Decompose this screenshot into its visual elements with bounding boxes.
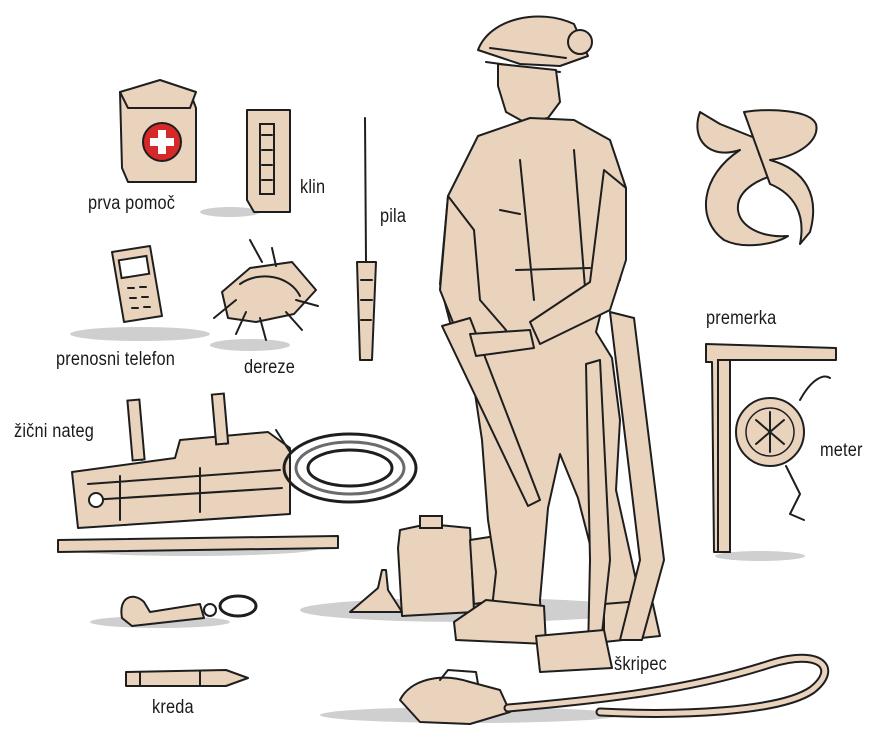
cable-winch (72, 394, 290, 528)
chalk (126, 670, 248, 686)
label-tape: meter (820, 440, 863, 462)
tape-measure (736, 377, 830, 520)
saw-file (357, 118, 376, 360)
crampons (214, 240, 318, 340)
label-winch: žični nateg (14, 421, 94, 443)
funnel (350, 570, 402, 612)
label-first-aid: prva pomoč (88, 193, 175, 215)
cable-coil (276, 430, 416, 502)
label-phone: prenosni telefon (56, 349, 175, 371)
label-saw: pila (380, 206, 406, 228)
label-crampons: dereze (244, 357, 295, 379)
lever-bar (58, 536, 338, 552)
label-chalk: kreda (152, 697, 194, 719)
label-wedge: klin (300, 177, 325, 199)
wedge (247, 110, 290, 212)
mobile-phone (112, 246, 162, 322)
lifting-tongs (697, 110, 816, 245)
label-caliper: premerka (706, 308, 776, 330)
label-pulley: škripec (614, 654, 667, 676)
first-aid-kit (120, 80, 196, 182)
